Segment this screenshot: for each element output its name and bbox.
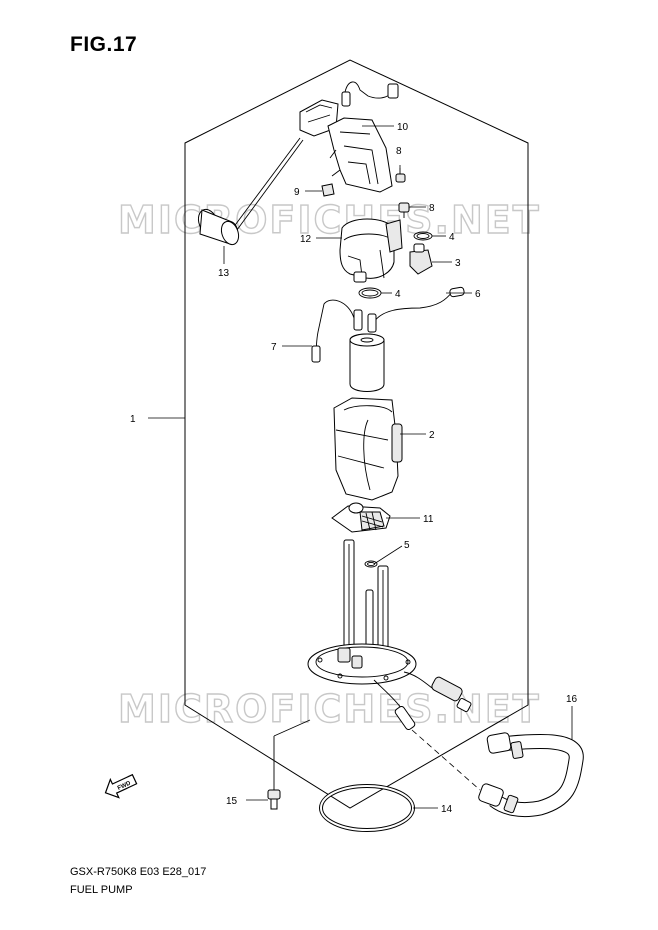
- part-5-o-ring: [364, 560, 378, 568]
- part-2-pump-holder: [333, 397, 403, 501]
- part-10-harness-bracket: [299, 81, 399, 193]
- callout-3: 3: [455, 258, 461, 269]
- callout-8-lower: 8: [429, 203, 435, 214]
- callout-15: 15: [226, 796, 238, 807]
- assembly-frame: [184, 59, 529, 809]
- callout-13: 13: [218, 268, 230, 279]
- part-11-strainer: [331, 502, 391, 533]
- callout-8-upper: 8: [396, 146, 402, 157]
- part-13-fuel-float: [197, 137, 304, 246]
- callout-leaders: [148, 125, 573, 809]
- part-8-screw-lower: [398, 202, 410, 218]
- part-16-fuel-hose: [478, 732, 584, 818]
- fwd-direction-arrow: FWD: [104, 773, 138, 799]
- callout-5: 5: [404, 540, 410, 551]
- part-3-pressure-regulator: [409, 243, 433, 275]
- callout-11: 11: [423, 514, 434, 525]
- callout-1: 1: [130, 414, 136, 425]
- part-4-o-ring-lower: [358, 287, 382, 299]
- figure-code: GSX-R750K8 E03 E28_017: [70, 866, 207, 878]
- fwd-label: FWD: [117, 780, 133, 791]
- watermark-lower: MICROFICHES.NET: [118, 687, 541, 731]
- part-1-pump-base-assembly: [307, 539, 472, 731]
- figure-name: FUEL PUMP: [70, 884, 133, 896]
- callout-2: 2: [429, 430, 435, 441]
- callout-16: 16: [566, 694, 578, 705]
- part-7-fuel-pump: [311, 299, 385, 392]
- callout-7: 7: [271, 342, 277, 353]
- hose-connection-line: [411, 729, 481, 791]
- watermark-upper: MICROFICHES.NET: [118, 198, 541, 242]
- part-12-filter-housing: [339, 218, 403, 283]
- callout-14: 14: [441, 804, 453, 815]
- callout-numbers: 1 2 3 4 4 5 6 7 8 8 9 10 11 12 13 14 15 …: [130, 122, 578, 815]
- figure-title: FIG.17: [70, 33, 138, 56]
- callout-9: 9: [294, 187, 300, 198]
- callout-6: 6: [475, 289, 481, 300]
- part-14-gasket: [319, 784, 415, 832]
- part-9-clip: [321, 183, 335, 197]
- callout-4-upper: 4: [449, 232, 455, 243]
- callout-4-lower: 4: [395, 289, 401, 300]
- part-15-bolt: [267, 736, 281, 810]
- callout-12: 12: [300, 234, 312, 245]
- part-6-wire-lead: [373, 286, 465, 323]
- part-8-screw-upper: [395, 168, 406, 183]
- callout-10: 10: [397, 122, 409, 133]
